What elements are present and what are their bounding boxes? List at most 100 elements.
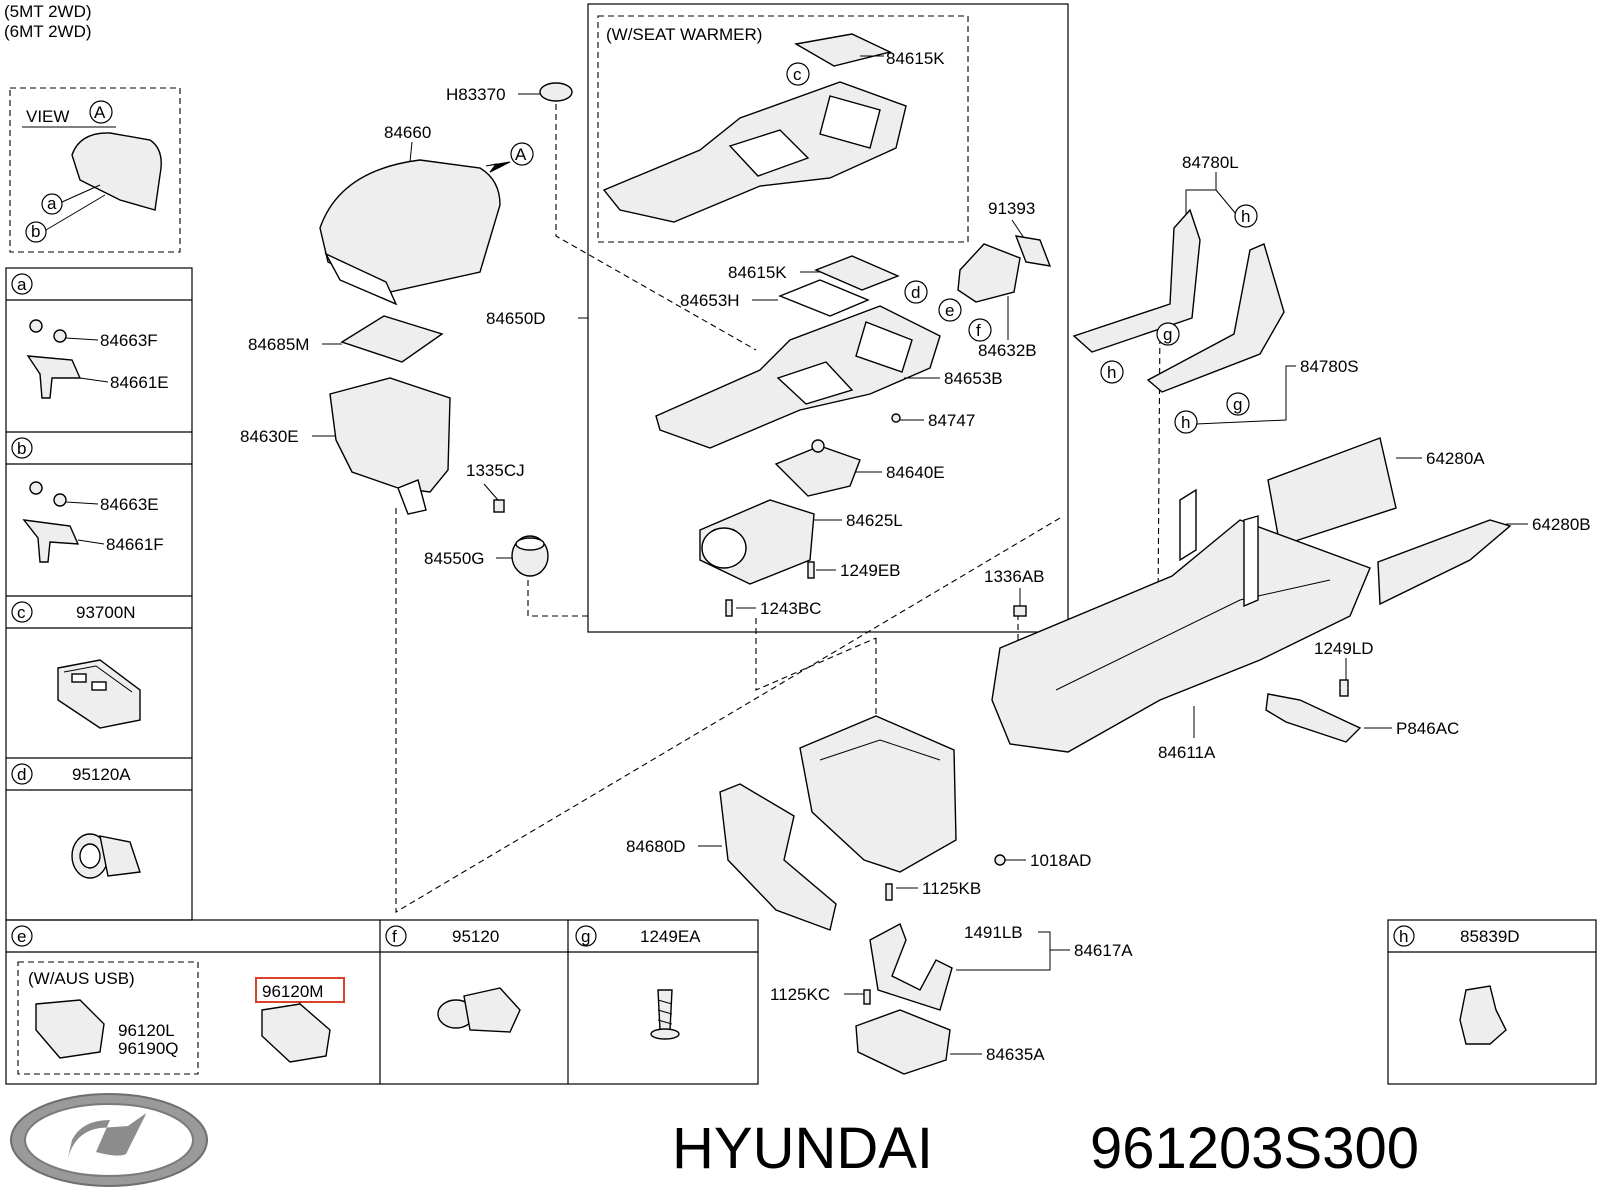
part-84661E: 84661E [110,373,169,392]
part-91393: 91393 [988,199,1035,218]
cell-h-letter: h [1399,927,1408,946]
part-H83370: H83370 [446,85,506,104]
brand-name: HYUNDAI [672,1116,933,1181]
part-1491LB: 1491LB [964,923,1023,942]
brand-logo [10,1093,208,1187]
view-callout-b: b [31,222,40,241]
switch-panel-drawing [957,243,1021,303]
part-1249EA: 1249EA [640,927,701,946]
clip-drawing [53,329,67,343]
cell-a-letter: a [17,275,27,294]
mat-drawing [814,255,900,291]
usb-module-drawing [261,1003,331,1063]
view-a-box: VIEW A a b [9,87,181,253]
armrest-group: 84660 H83370 A 84685M 84630E 1335CJ 8455… [240,82,573,577]
cell-f-letter: f [392,927,397,946]
screw-drawing [657,989,673,1031]
switch-drawing [57,659,141,729]
usb-module-drawing [35,999,105,1059]
part-84632B: 84632B [978,341,1037,360]
bracket-drawing [1265,693,1362,743]
part-84780L: 84780L [1182,153,1239,172]
boot-drawing [774,445,861,497]
callout-g: g [1163,325,1172,344]
part-84615K: 84615K [728,263,787,282]
view-callout-a: a [47,194,57,213]
bracket-drawing [26,355,82,399]
part-64280B: 64280B [1532,515,1591,534]
bracket-drawing [869,923,953,1011]
part-84650D: 84650D [486,309,546,328]
side-trim-group: 84780L h g h 84780S g h [1072,153,1359,434]
part-95120: 95120 [452,927,499,946]
part-96190Q: 96190Q [118,1039,179,1058]
cell-b-letter: b [17,439,26,458]
part-84640E: 84640E [886,463,945,482]
main-console-group: 64280A 64280B 1336AB 1249LD P846AC 84611… [984,437,1591,762]
view-marker: A [94,103,106,122]
part-1125KC: 1125KC [770,985,830,1004]
callout-h: h [1241,207,1250,226]
clip-drawing [29,319,43,333]
part-85839D: 85839D [1460,927,1520,946]
part-93700N: 93700N [76,603,136,622]
clip-drawing [29,481,43,495]
arrow-marker-a: A [515,145,527,164]
part-84617A: 84617A [1074,941,1133,960]
trim-right-drawing [1146,243,1285,393]
part-number-title: 961203S300 [1090,1116,1419,1181]
callout-e: e [945,301,954,320]
callout-d: d [911,283,920,302]
side-cover-drawing [719,783,837,931]
part-84611A: 84611A [1158,743,1216,762]
part-84685M: 84685M [248,335,309,354]
panel-drawing [1377,519,1512,606]
detail-grid-left: a 84663F 84661E b 84663E 84661F c 93700N… [5,267,193,921]
part-84747: 84747 [928,411,975,430]
part-84625L: 84625L [846,511,903,530]
trim-left-drawing [1072,208,1201,353]
part-84615K-warmer: 84615K [886,49,945,68]
connector-drawing [1014,235,1052,267]
callout-g: g [1233,395,1242,414]
part-1125KB: 1125KB [922,879,981,898]
part-96120M-highlighted: 96120M [262,982,323,1001]
part-84663F: 84663F [100,331,158,350]
lower-bracket-drawing [855,1009,951,1075]
part-84780S: 84780S [1300,357,1359,376]
part-96120L: 96120L [118,1021,175,1040]
callout-h: h [1181,413,1190,432]
part-P846AC: P846AC [1396,719,1459,738]
seat-warmer-note: (W/SEAT WARMER) [606,25,762,44]
console-upper-group: (W/SEAT WARMER) 84615K c 84650D 84615K 8… [486,3,1069,633]
part-84661F: 84661F [106,535,164,554]
callout-c: c [793,65,802,84]
part-84635A: 84635A [986,1045,1045,1064]
cell-c-letter: c [17,603,26,622]
clip-drawing [1459,985,1507,1045]
mat-drawing [340,315,444,363]
armrest-lid-drawing [319,159,501,293]
part-64280A: 64280A [1426,449,1485,468]
view-title: VIEW [26,107,69,126]
cell-g-letter: g [581,927,590,946]
part-84680D: 84680D [626,837,686,856]
tray-drawing [778,279,870,317]
storage-box-drawing [329,377,451,493]
part-95120A: 95120A [72,765,131,784]
cell-d-letter: d [17,765,26,784]
detail-cell-h: h 85839D [1387,919,1597,1085]
aus-usb-note: (W/AUS USB) [28,969,135,988]
cap-drawing [539,82,573,102]
part-84653H: 84653H [680,291,740,310]
part-1249EB: 1249EB [840,561,901,580]
bracket-drawing [22,519,80,563]
part-1249LD: 1249LD [1314,639,1374,658]
console-body-drawing [991,519,1371,753]
part-1018AD: 1018AD [1030,851,1091,870]
detail-grid-bottom: e (W/AUS USB) 96120L 96190Q 96120M f 951… [5,919,759,1085]
model-note-6mt: (6MT 2WD) [4,22,92,41]
part-1243BC: 1243BC [760,599,821,618]
mat-drawing [793,33,893,67]
